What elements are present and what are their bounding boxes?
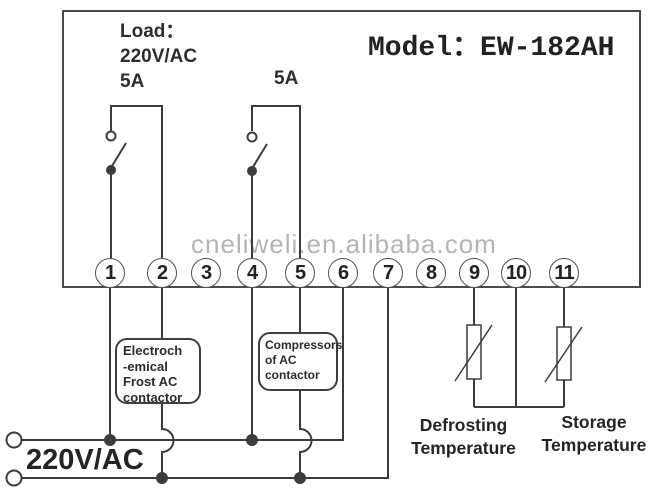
terminal-10: 10 [501,258,531,288]
controller-outline [62,10,641,288]
model-label: Model：EW-182AH [368,33,615,64]
terminal-7: 7 [373,258,403,288]
defrosting-sensor-label: Defrosting Temperature [411,415,516,458]
load-rating-label: Load： 220V/AC 5A [120,21,198,92]
terminal-3: 3 [191,258,221,288]
relay-switch-2-symbol [246,105,301,258]
watermark-text: cneliweli.en.alibaba.com [191,229,497,259]
phase-line [5,431,343,449]
compressor-contactor-box: Compressors of AC contactor [258,332,342,391]
storage-sensor-symbol [544,288,583,407]
terminal-5: 5 [285,258,315,288]
defrost-sensor-symbol [454,288,493,407]
storage-sensor-label: Storage Temperature [541,412,647,455]
relay-switch-1-symbol [105,105,163,258]
terminal-9: 9 [459,258,489,288]
terminal-1: 1 [95,258,125,288]
terminal-11: 11 [549,258,579,288]
terminal-8: 8 [416,258,446,288]
terminal-2: 2 [147,258,177,288]
relay2-rating-label: 5A [274,68,299,89]
terminal-4: 4 [237,258,267,288]
terminal-6: 6 [328,258,358,288]
power-source-label: 220V/AC [26,444,144,476]
frost-contactor-box: Electroch -emical Frost AC contactor [115,338,201,405]
neutral-line [5,469,388,487]
sensor-common-wire [474,288,564,408]
